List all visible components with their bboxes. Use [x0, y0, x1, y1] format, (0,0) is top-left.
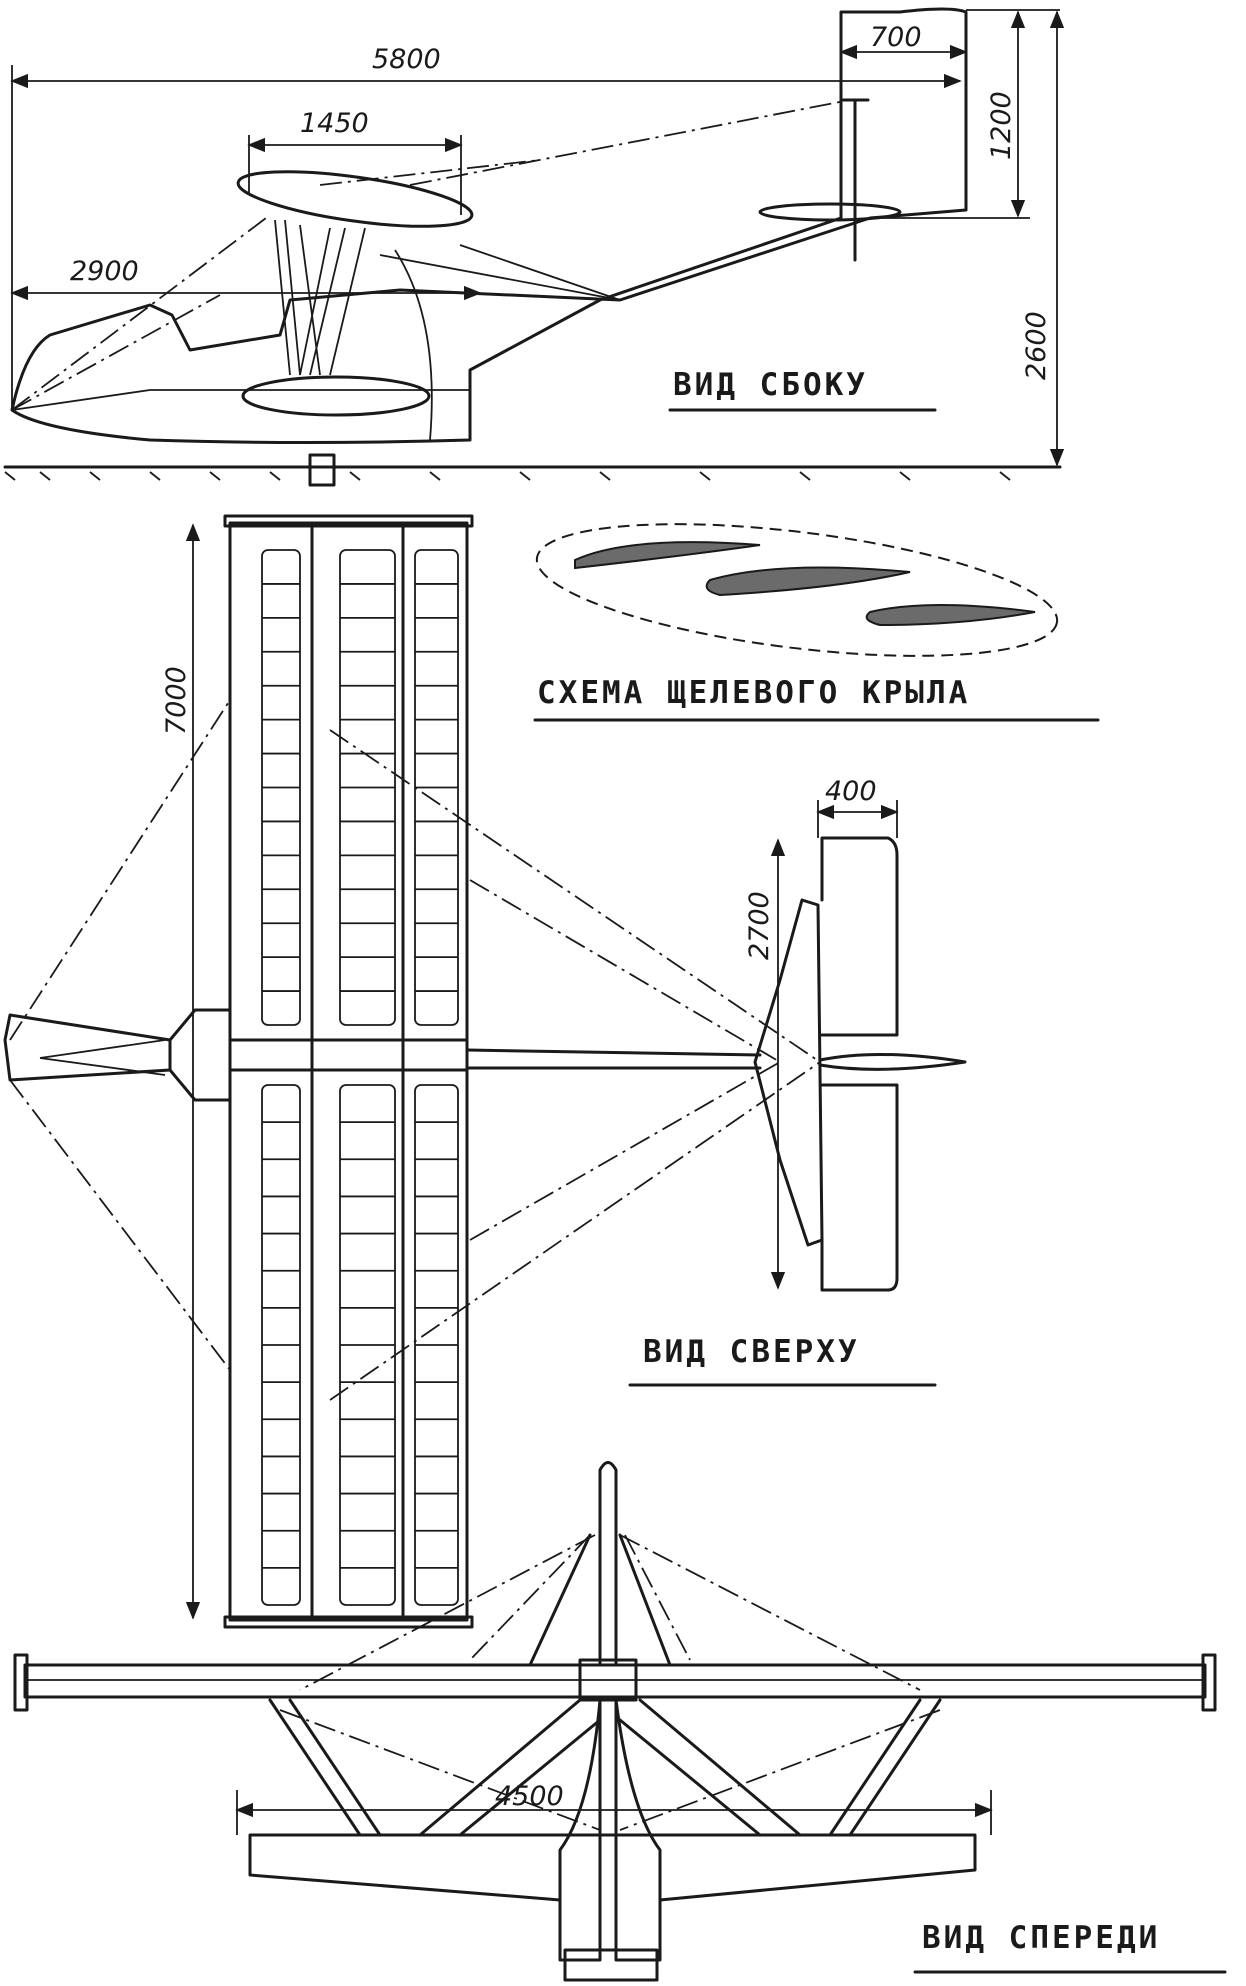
ground-hatch [4, 471, 1011, 481]
flap [865, 604, 1036, 627]
dim-length: 5800 [372, 44, 441, 75]
tail-boom [465, 1048, 762, 1070]
front-wing [23, 1663, 1207, 1699]
dim-total-height: 2600 [1021, 311, 1052, 380]
fuselage [10, 7, 968, 444]
dim-fin-height: 1200 [986, 91, 1017, 160]
float [241, 375, 431, 417]
slat-1 [574, 541, 761, 570]
dim-float-span: 4500 [495, 1781, 564, 1812]
top-view-title: ВИД СВЕРХУ [643, 1334, 860, 1370]
stabilizer-profile [758, 202, 902, 222]
dim-wing-position: 2900 [70, 256, 139, 287]
side-view: 5800 700 1200 2600 1450 2900 ВИД СБОКУ [3, 7, 1065, 487]
slotted-wing-scheme: СХЕМА ЩЕЛЕВОГО КРЫЛА [533, 523, 1100, 722]
nose [3, 1008, 232, 1102]
front-view: 4500 ВИД СПЕРЕДИ [13, 1461, 1227, 1982]
skid [308, 453, 336, 487]
fin-planform [818, 1052, 967, 1071]
dim-stab-chord: 400 [825, 776, 877, 807]
dim-span: 7000 [161, 666, 192, 735]
front-fin [598, 1461, 618, 1667]
main-section [705, 566, 911, 597]
dim-wing-chord: 1450 [300, 108, 369, 139]
front-view-title: ВИД СПЕРЕДИ [922, 1920, 1160, 1956]
elevator [820, 836, 899, 1292]
side-view-title: ВИД СБОКУ [673, 367, 868, 403]
wing-scheme-title: СХЕМА ЩЕЛЕВОГО КРЫЛА [537, 675, 970, 711]
dim-stab-span: 2700 [744, 891, 775, 960]
top-view: 7000 400 2700 ВИД СВЕРХУ [3, 514, 967, 1629]
wing-profile [236, 170, 474, 228]
dim-fin-chord: 700 [870, 22, 922, 53]
front-float [248, 1833, 977, 1902]
